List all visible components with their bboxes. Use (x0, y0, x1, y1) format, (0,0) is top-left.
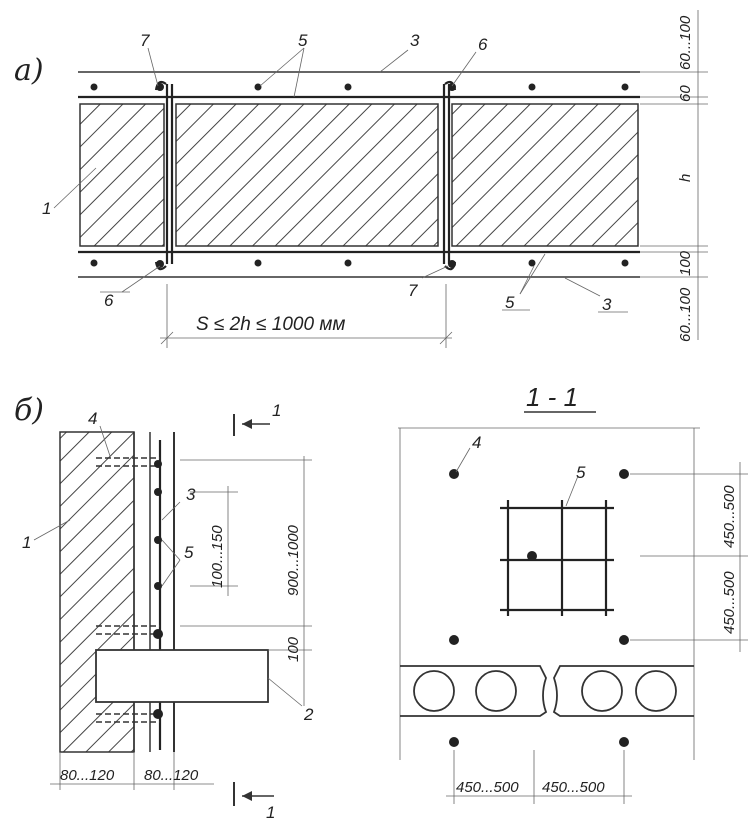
callout-5-b: 5 (184, 543, 194, 562)
section-dim-right-top: 450...500 (721, 485, 738, 548)
mesh-grid (500, 500, 614, 616)
callout-1-b: 1 (22, 533, 31, 552)
hollow-core-slabs (400, 665, 694, 717)
figure-b: б) (14, 393, 314, 822)
callout-2: 2 (303, 705, 314, 724)
figure-a-vertical-dimensions (640, 10, 708, 340)
callout-3-bottom: 3 (602, 295, 612, 314)
dim-rebar-step: 100...150 (209, 525, 226, 588)
dim-wall-right: 80...120 (144, 767, 199, 784)
section-mark-bottom (233, 782, 274, 806)
callout-5-top: 5 (298, 31, 308, 50)
wall-block-3 (451, 103, 639, 247)
dim-wall-left: 80...120 (60, 767, 115, 784)
section-mark-top-label: 1 (272, 401, 281, 420)
mesh-bars (153, 460, 163, 719)
masonry-wall (59, 431, 135, 753)
floor-slab (95, 649, 269, 703)
figure-b-leaders (33, 425, 303, 707)
longitudinal-bars (90, 83, 629, 267)
section-leaders (455, 447, 579, 507)
dim-spacing: S ≤ 2h ≤ 1000 мм (196, 314, 345, 335)
callout-3-top: 3 (410, 31, 420, 50)
dim-slab: 100 (285, 636, 302, 662)
callout-6-top: 6 (478, 35, 488, 54)
callout-5-bottom: 5 (505, 293, 515, 312)
dim-bottom-layer: 100 (677, 250, 694, 276)
rebar-bottom-right (448, 260, 456, 268)
anchors (96, 457, 160, 723)
callout-4: 4 (88, 409, 97, 428)
figure-a-label: а) (14, 53, 44, 88)
rebar-bottom-left (156, 260, 164, 268)
dim-top-layer: 60 (677, 85, 694, 102)
section-title: 1 - 1 (526, 382, 578, 412)
figure-a: а) (14, 10, 708, 348)
spacing-dimension (160, 284, 453, 348)
wall-block-1 (79, 103, 165, 247)
dim-top-cover: 60...100 (677, 15, 694, 70)
callout-3-b: 3 (186, 485, 196, 504)
callout-7-top: 7 (140, 31, 150, 50)
dim-wall-thickness: h (677, 174, 694, 182)
section-mark-bottom-label: 1 (266, 803, 275, 822)
section-mark-top (233, 414, 270, 436)
dim-bottom-cover: 60...100 (677, 287, 694, 342)
figure-b-vertical-dimensions (180, 456, 312, 706)
section-callout-4: 4 (472, 433, 481, 452)
dim-height: 900...1000 (285, 524, 302, 596)
section-callout-5: 5 (576, 463, 586, 482)
section-dim-right-bottom: 450...500 (721, 571, 738, 634)
figure-b-bottom-dimensions (50, 752, 214, 790)
callout-6-bottom: 6 (104, 291, 114, 310)
wall-block-2 (175, 103, 439, 247)
section-dim-bottom-right: 450...500 (542, 779, 605, 796)
callout-1: 1 (42, 199, 51, 218)
figure-a-leaders (53, 47, 628, 313)
section-1-1: 1 - 1 (398, 382, 748, 804)
section-anchors (449, 469, 629, 747)
section-bottom-dimensions (446, 750, 632, 804)
section-dim-bottom-left: 450...500 (456, 779, 519, 796)
rebar-top-right (448, 83, 456, 91)
figure-b-label: б) (14, 393, 44, 428)
callout-7-bottom: 7 (408, 281, 418, 300)
section-right-dimensions (630, 462, 748, 652)
